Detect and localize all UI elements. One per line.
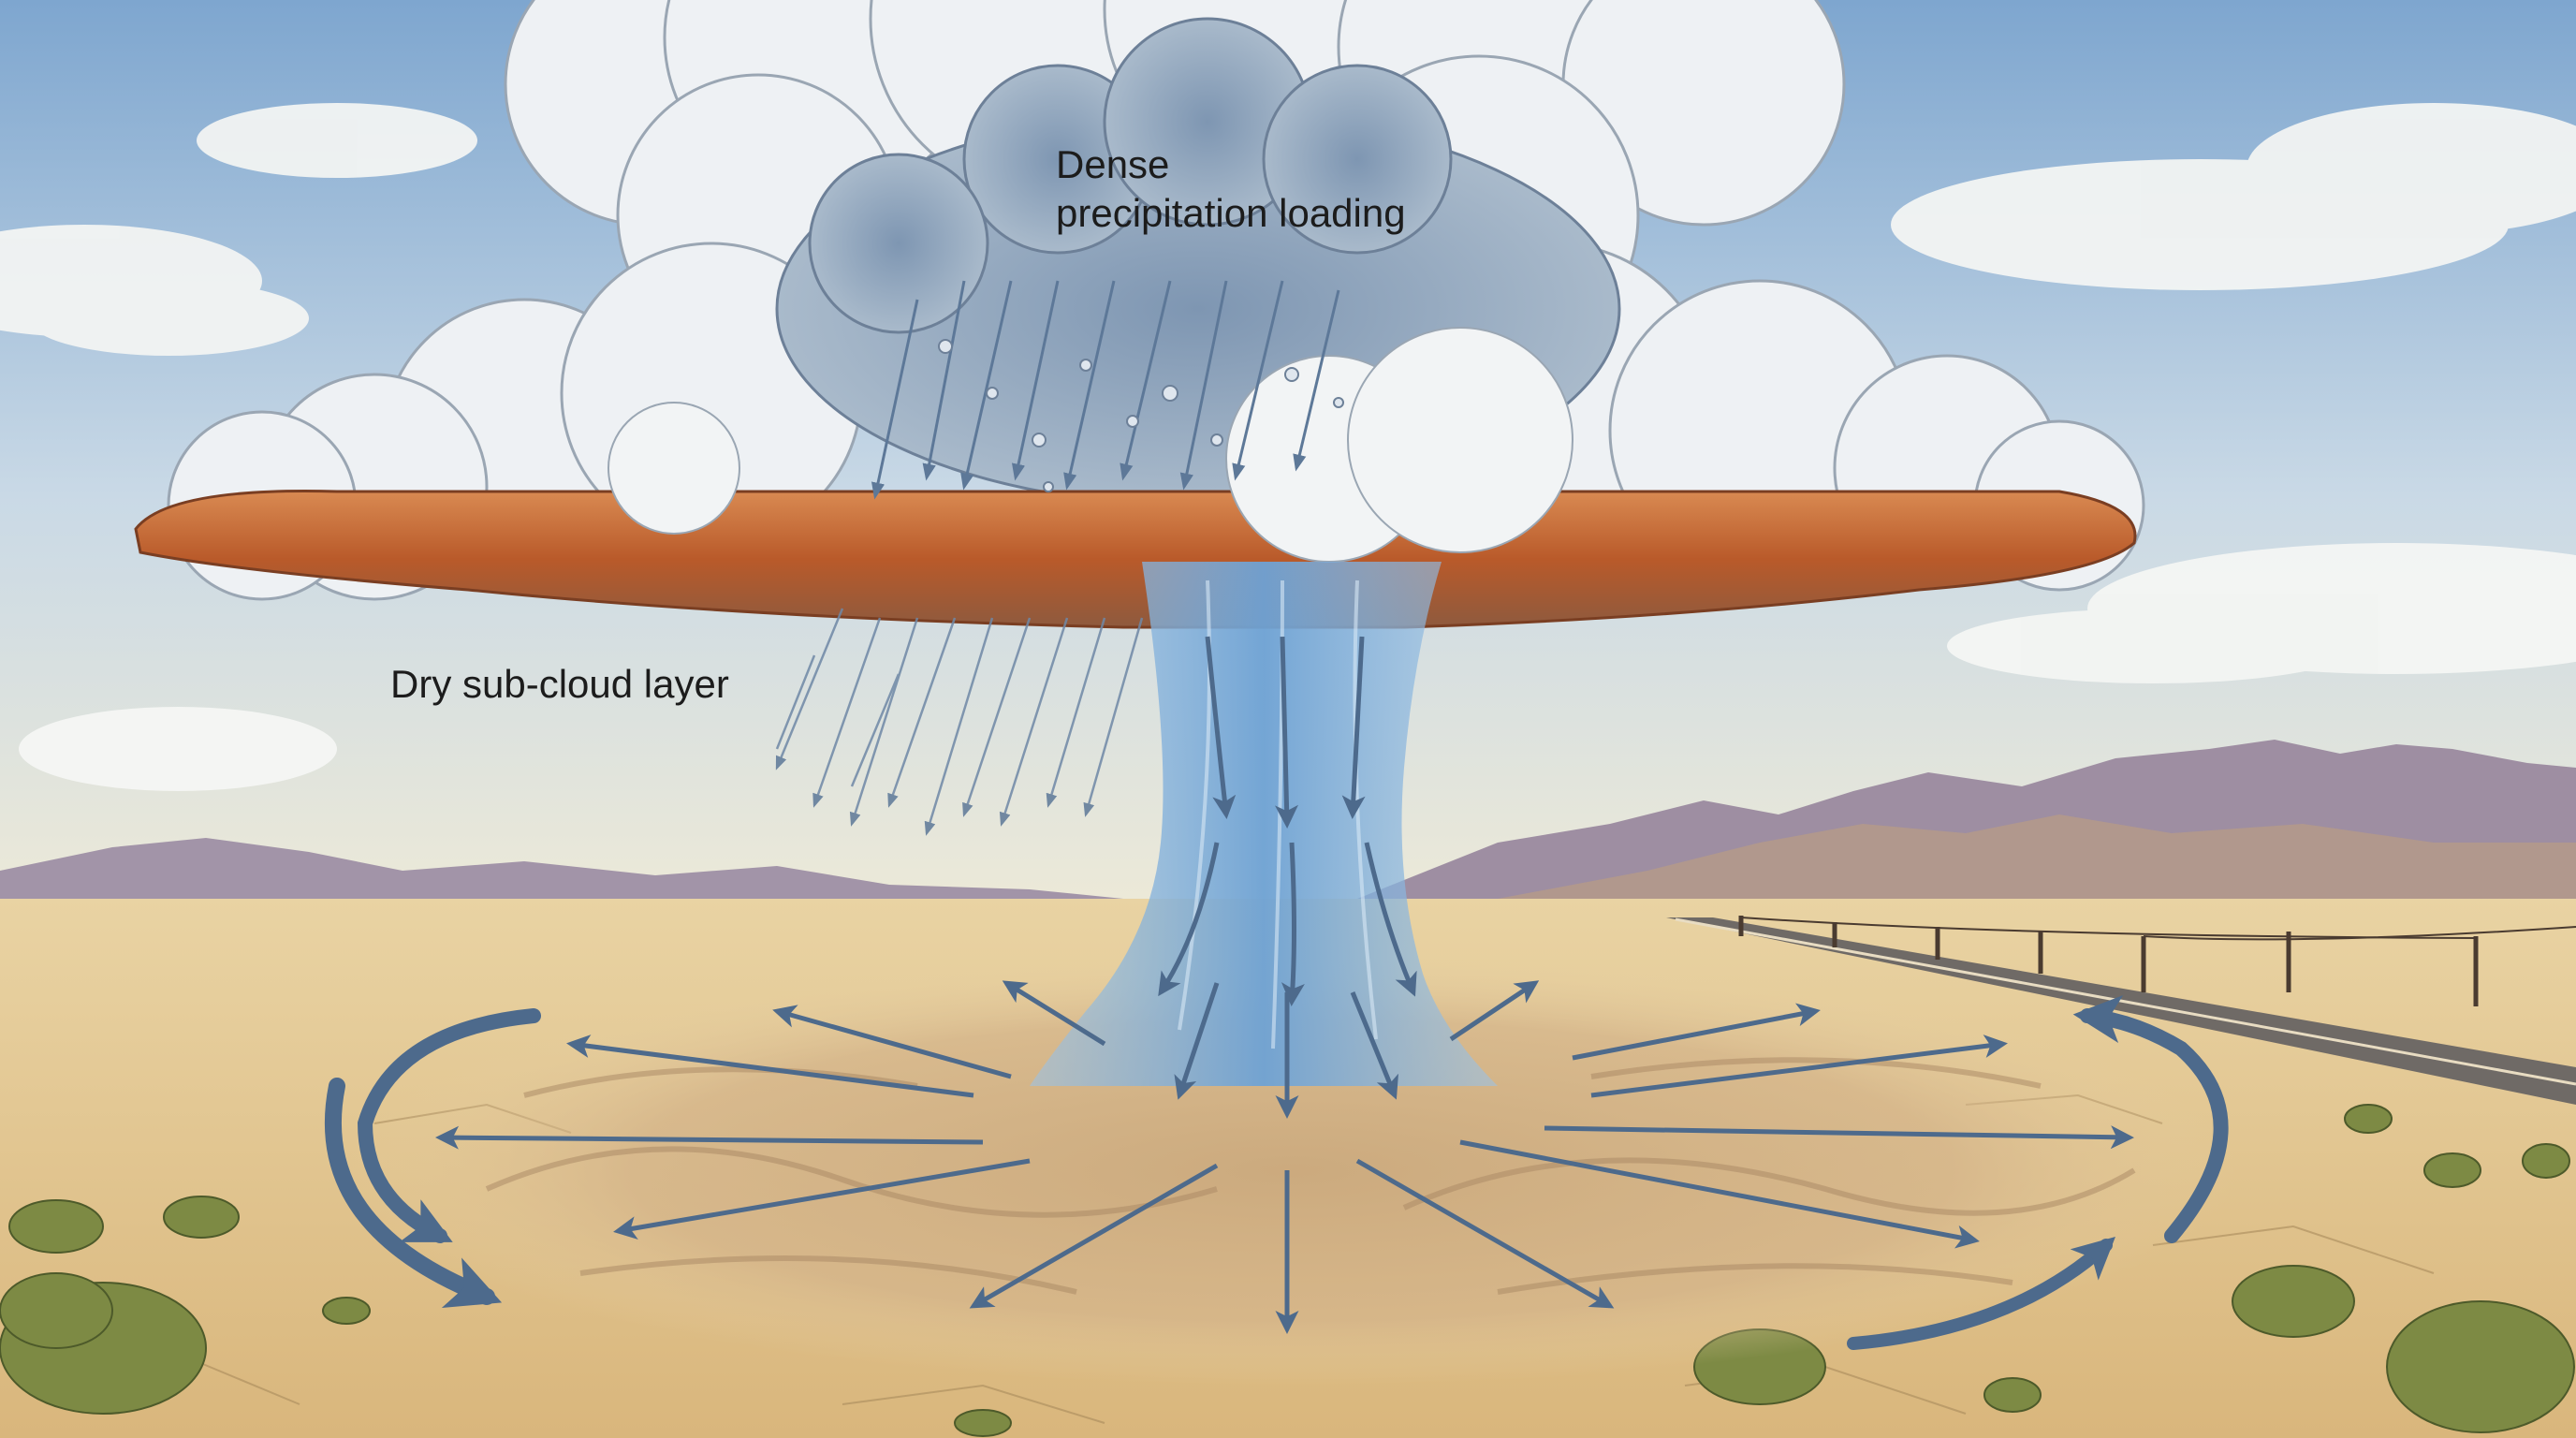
arrow-outward-icon <box>566 1034 974 1098</box>
arrow-down-icon <box>1341 636 1366 819</box>
arrow-down-icon <box>1350 991 1398 1100</box>
shrub-icon <box>2386 1300 2575 1433</box>
arrow-down-icon <box>1158 842 1220 997</box>
power-line <box>1738 916 2576 1006</box>
curved-arrow-icon <box>2072 995 2229 1243</box>
arrow-outward-icon <box>1002 980 1106 1047</box>
arrow-outward-icon <box>969 1163 1219 1309</box>
outflow-arrows <box>435 980 2134 1334</box>
shrub-icon <box>2344 1104 2393 1134</box>
shrub-icon <box>8 1199 104 1254</box>
arrow-outward-icon <box>1355 1158 1615 1309</box>
curved-arrow-icon <box>1847 1237 2115 1350</box>
arrow-outward-icon <box>435 1125 984 1150</box>
cloud-base <box>134 490 2137 629</box>
label-dense-precipitation: Dense <box>1056 142 1169 186</box>
arrow-outward-icon <box>1590 1034 2008 1098</box>
vortex-arrows <box>325 995 2229 1350</box>
shrub-icon <box>954 1409 1012 1437</box>
storm-cloud <box>134 0 2145 629</box>
sub-cloud-rain <box>775 608 1144 836</box>
arrow-outward-icon <box>1449 980 1540 1042</box>
arrow-outward-icon <box>1544 1125 2134 1150</box>
shrub-icon <box>1983 1377 2042 1413</box>
label-precipitation-loading: precipitation loading <box>1056 191 1406 235</box>
shrub-icon <box>2423 1152 2481 1188</box>
arrow-down-icon <box>1205 636 1237 819</box>
curved-arrow-icon <box>357 1008 541 1243</box>
arrow-down-icon <box>1275 636 1298 829</box>
shrub-icon <box>163 1196 240 1239</box>
shrub-icon <box>2522 1143 2570 1179</box>
label-dry-sub-cloud-layer: Dry sub-cloud layer <box>390 662 729 706</box>
shrub-icon <box>2232 1265 2355 1338</box>
curved-arrow-icon <box>325 1078 503 1308</box>
dust-swirls <box>485 1057 2136 1295</box>
downdraft-arrows <box>1158 636 1417 1119</box>
core-rain <box>871 280 1340 500</box>
arrow-outward-icon <box>1572 1003 1821 1061</box>
shrubs <box>0 1104 2575 1437</box>
shrub-icon <box>322 1297 371 1325</box>
arrow-outward-icon <box>772 1005 1012 1079</box>
shrub-icon <box>0 1272 207 1415</box>
arrow-down-icon <box>1281 842 1305 1006</box>
arrow-down-icon <box>1364 842 1417 997</box>
arrow-outward-icon <box>613 1158 1031 1240</box>
downdraft-shaft <box>1030 562 1498 1086</box>
hail-stones <box>938 339 1344 492</box>
arrow-outward-icon <box>1459 1139 1980 1249</box>
arrow-down-icon <box>1174 982 1220 1100</box>
